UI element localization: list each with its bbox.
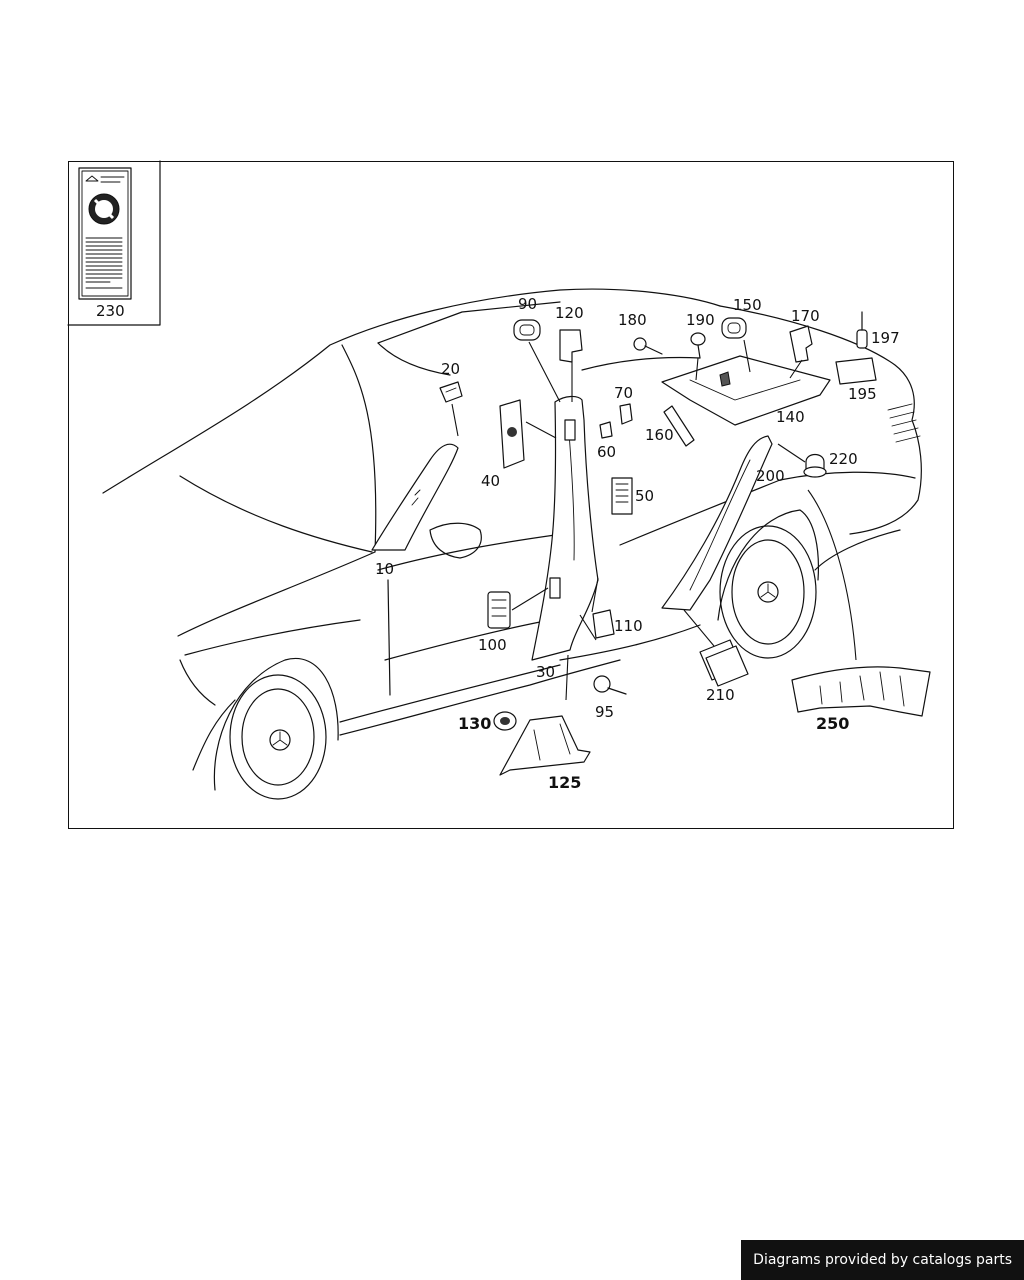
clip-130 bbox=[493, 711, 517, 731]
clip-220 bbox=[803, 453, 827, 478]
callout-30: 30 bbox=[536, 663, 555, 681]
inset-warning-label-box bbox=[67, 160, 161, 326]
callout-195: 195 bbox=[848, 385, 877, 403]
callout-150: 150 bbox=[733, 296, 762, 314]
b-pillar-trim bbox=[531, 395, 599, 661]
diagram-frame bbox=[68, 161, 954, 829]
clip-190 bbox=[690, 332, 706, 359]
clip-197 bbox=[856, 311, 868, 349]
callout-95: 95 bbox=[595, 703, 614, 721]
callout-100: 100 bbox=[478, 636, 507, 654]
callout-110: 110 bbox=[614, 617, 643, 635]
callout-250: 250 bbox=[816, 714, 849, 733]
bracket-195 bbox=[835, 357, 877, 385]
callout-40: 40 bbox=[481, 472, 500, 490]
callout-50: 50 bbox=[635, 487, 654, 505]
vent-50 bbox=[611, 477, 633, 515]
callout-220: 220 bbox=[829, 450, 858, 468]
callout-197: 197 bbox=[871, 329, 900, 347]
callout-130: 130 bbox=[458, 714, 491, 733]
callout-170: 170 bbox=[791, 307, 820, 325]
grab-handle-40 bbox=[499, 399, 525, 469]
callout-20: 20 bbox=[441, 360, 460, 378]
callout-60: 60 bbox=[597, 443, 616, 461]
callout-200: 200 bbox=[756, 467, 785, 485]
callout-160: 160 bbox=[645, 426, 674, 444]
cover-90 bbox=[513, 319, 541, 341]
callout-70: 70 bbox=[614, 384, 633, 402]
c-pillar-trim-200 bbox=[661, 435, 773, 611]
sill-trim-125 bbox=[499, 715, 591, 776]
callout-230: 230 bbox=[96, 302, 125, 320]
callout-190: 190 bbox=[686, 311, 715, 329]
leader-lines bbox=[451, 339, 857, 701]
callout-140: 140 bbox=[776, 408, 805, 426]
callout-210: 210 bbox=[706, 686, 735, 704]
car-body bbox=[102, 288, 922, 800]
callout-120: 120 bbox=[555, 304, 584, 322]
pad-210 bbox=[699, 639, 749, 687]
bracket-120 bbox=[559, 329, 583, 363]
clip-60 bbox=[599, 421, 613, 439]
rear-shelf-trim-140 bbox=[661, 355, 831, 426]
footer-credit: Diagrams provided by catalogs parts bbox=[741, 1240, 1024, 1280]
clip-20 bbox=[439, 381, 463, 403]
screw-95 bbox=[593, 675, 627, 695]
a-pillar-trim bbox=[371, 443, 459, 551]
insulation-250 bbox=[791, 666, 931, 717]
screw-180 bbox=[633, 337, 663, 355]
cover-150 bbox=[721, 317, 747, 339]
callout-90: 90 bbox=[518, 295, 537, 313]
bracket-110 bbox=[592, 609, 615, 639]
callout-10: 10 bbox=[375, 560, 394, 578]
callout-180: 180 bbox=[618, 311, 647, 329]
callout-125: 125 bbox=[548, 773, 581, 792]
bracket-170 bbox=[789, 325, 813, 363]
clip-70 bbox=[619, 403, 633, 425]
switch-100 bbox=[487, 591, 511, 629]
strip-160 bbox=[663, 405, 695, 447]
